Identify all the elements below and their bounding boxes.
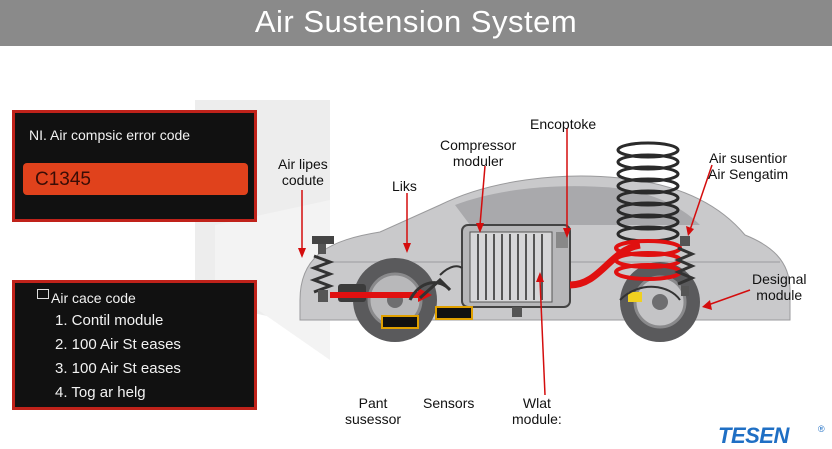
list-item: 3. 100 Air St eases: [55, 360, 181, 377]
error-code-panel: NI. Air compsic error code C1345: [12, 110, 257, 222]
front-strut-linkage: [408, 277, 452, 301]
case-panel-heading: Air cace code: [35, 289, 136, 306]
page-title: Air Sustension System: [254, 4, 578, 39]
title-bar: [0, 0, 832, 46]
pointer-arrowheads: [298, 223, 712, 310]
sensor-tag-left: [381, 315, 419, 329]
error-panel-heading: NI. Air compsic error code: [29, 127, 191, 143]
air-supply-pipe: [569, 241, 641, 289]
battery-icon: [37, 289, 49, 299]
label-sensors: Sensors: [423, 395, 475, 411]
label-encoptoke: Encoptoke: [530, 116, 597, 132]
pointer-lines: [301, 128, 751, 396]
label-likes: Liks: [392, 178, 417, 194]
error-code-value: C1345: [35, 169, 91, 190]
case-code-list: 1. Contil module 2. 100 Air St eases 3. …: [55, 309, 181, 405]
list-item: 1. Contil module: [55, 312, 164, 329]
compressor-module: [461, 224, 571, 317]
sensor-tag-right: [435, 306, 473, 320]
rear-shock: [674, 236, 696, 296]
registered-mark: ®: [818, 424, 825, 434]
sensor-yellow: [628, 292, 642, 302]
list-item: 2. 100 Air St eases: [55, 336, 181, 353]
list-item: 4. Tog ar helg: [55, 384, 146, 401]
error-code-bar: C1345: [23, 163, 248, 195]
air-spring-coil: [616, 141, 680, 243]
brand-logo: TESEN: [718, 423, 789, 448]
case-code-panel: Air cace code 1. Contil module 2. 100 Ai…: [12, 280, 257, 410]
